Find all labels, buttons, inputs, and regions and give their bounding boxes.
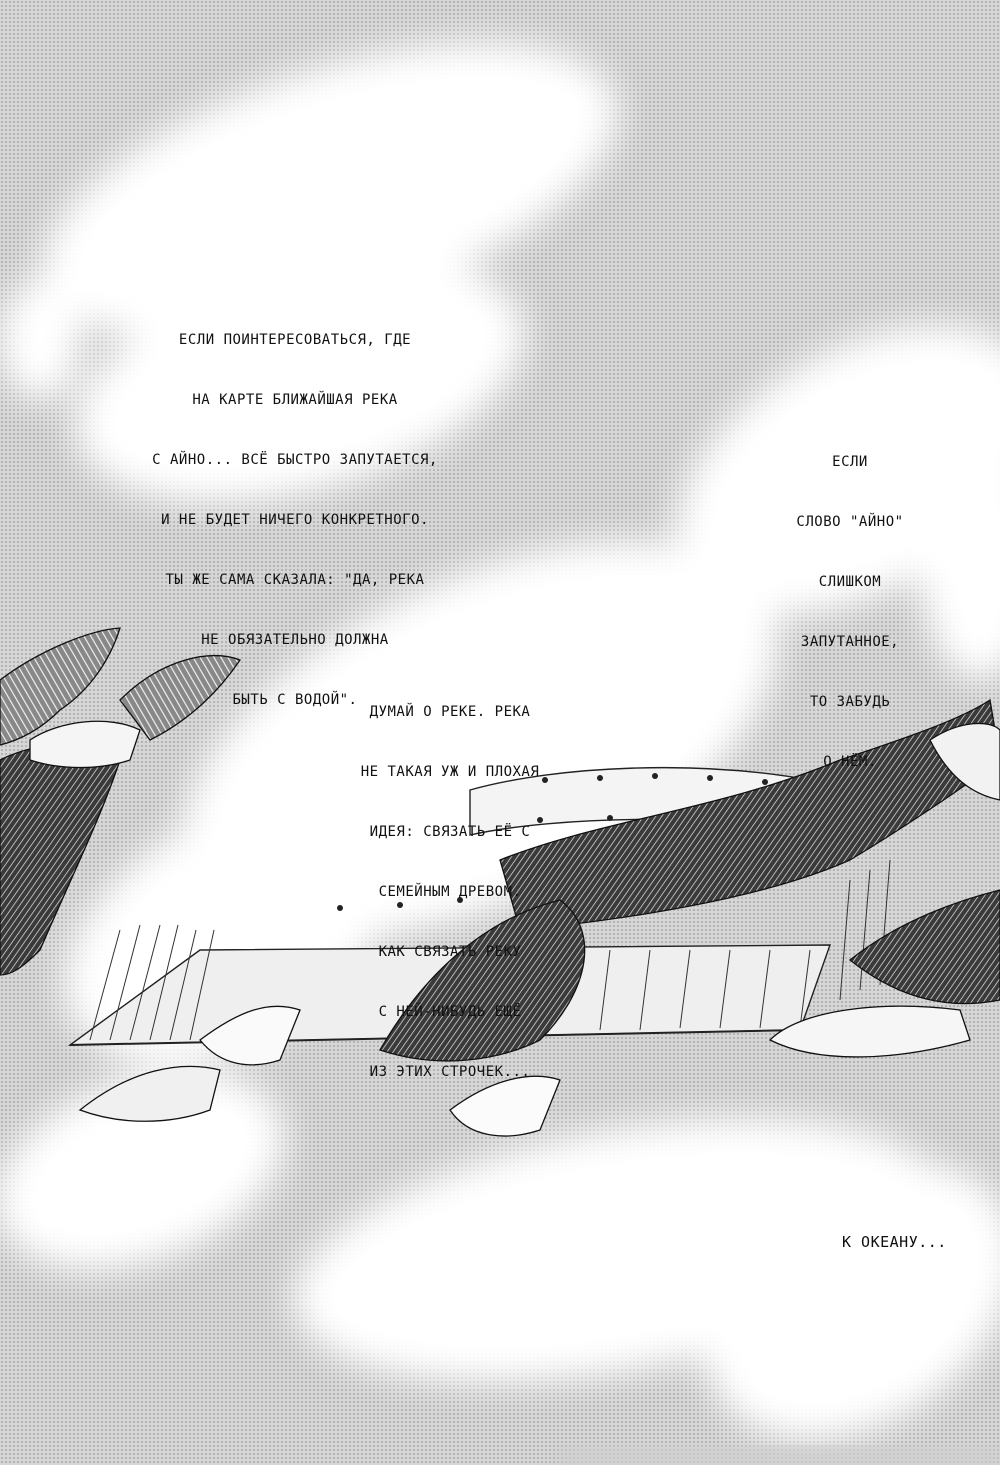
caption-line: СЛИШКОМ bbox=[818, 574, 882, 590]
left-figure bbox=[0, 627, 301, 1122]
caption-to-ocean: К ОКЕАНУ... bbox=[842, 1192, 992, 1292]
caption-river-map: ЕСЛИ ПОИНТЕРЕСОВАТЬСЯ, ГДЕ НА КАРТЕ БЛИЖ… bbox=[95, 290, 495, 750]
caption-line: О НЁМ. bbox=[823, 754, 877, 770]
caption-line: ИДЕЯ: СВЯЗАТЬ ЕЁ С bbox=[369, 824, 531, 840]
caption-think-river: ДУМАЙ О РЕКЕ. РЕКА НЕ ТАКАЯ УЖ И ПЛОХАЯ … bbox=[270, 662, 630, 1122]
caption-line: ЕСЛИ bbox=[832, 454, 868, 470]
caption-aino-word: ЕСЛИ СЛОВО "АЙНО" СЛИШКОМ ЗАПУТАННОЕ, ТО… bbox=[760, 412, 940, 812]
caption-line: К ОКЕАНУ... bbox=[842, 1233, 947, 1251]
caption-line: НЕ ТАКАЯ УЖ И ПЛОХАЯ bbox=[360, 764, 540, 780]
caption-line: И НЕ БУДЕТ НИЧЕГО КОНКРЕТНОГО. bbox=[161, 512, 429, 528]
caption-line: НА КАРТЕ БЛИЖАЙШАЯ РЕКА bbox=[192, 392, 398, 408]
caption-line: СЕМЕЙНЫМ ДРЕВОМ. bbox=[378, 884, 522, 900]
caption-line: ТО ЗАБУДЬ bbox=[809, 694, 891, 710]
caption-line: СЛОВО "АЙНО" bbox=[796, 514, 904, 530]
caption-line: С НЕЙ-НИБУДЬ ЕЩЁ bbox=[378, 1004, 522, 1020]
caption-line: КАК СВЯЗАТЬ РЕКУ bbox=[378, 944, 522, 960]
bottom-strip bbox=[560, 1448, 1000, 1465]
caption-line: ДУМАЙ О РЕКЕ. РЕКА bbox=[369, 704, 531, 720]
caption-line: НЕ ОБЯЗАТЕЛЬНО ДОЛЖНА bbox=[201, 632, 389, 648]
caption-line: С АЙНО... ВСЁ БЫСТРО ЗАПУТАЕТСЯ, bbox=[152, 452, 438, 468]
caption-line: ЗАПУТАННОЕ, bbox=[800, 634, 900, 650]
caption-line: ЕСЛИ ПОИНТЕРЕСОВАТЬСЯ, ГДЕ bbox=[178, 332, 412, 348]
caption-line: ТЫ ЖЕ САМА СКАЗАЛА: "ДА, РЕКА bbox=[165, 572, 425, 588]
caption-line: ИЗ ЭТИХ СТРОЧЕК... bbox=[369, 1064, 531, 1080]
caption-line: БЫТЬ С ВОДОЙ". bbox=[232, 692, 358, 708]
